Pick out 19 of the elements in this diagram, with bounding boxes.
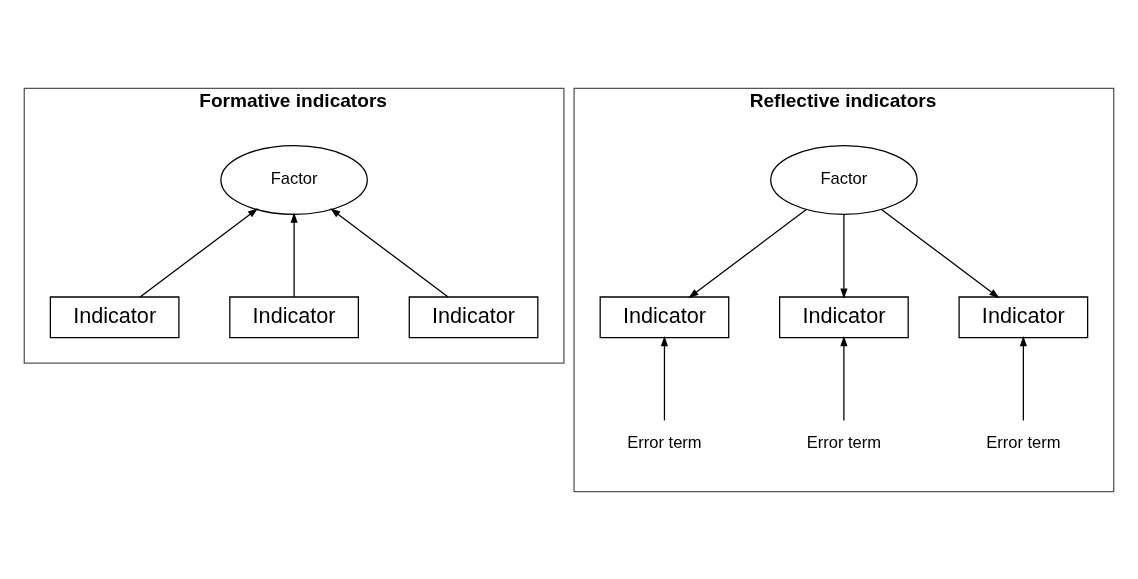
node-box: Indicator	[779, 295, 909, 338]
node-box: Indicator	[599, 295, 730, 338]
arrow	[660, 335, 669, 421]
node-box: Indicator	[49, 295, 180, 338]
node-box: Indicator	[229, 295, 359, 338]
node-box: Indicator	[958, 295, 1089, 338]
node-text: Error term	[627, 432, 702, 452]
arrow	[1019, 335, 1027, 421]
node-text: Error term	[986, 432, 1061, 452]
node-text: Error term	[806, 432, 882, 452]
arrow	[840, 213, 848, 299]
node-box: Indicator	[408, 295, 539, 338]
arrow	[139, 207, 258, 298]
arrow	[880, 208, 1000, 298]
arrow	[840, 335, 848, 421]
arrow	[330, 207, 449, 298]
node-ellipse: Factor	[770, 144, 918, 215]
arrow	[688, 208, 807, 298]
arrow	[290, 212, 298, 297]
